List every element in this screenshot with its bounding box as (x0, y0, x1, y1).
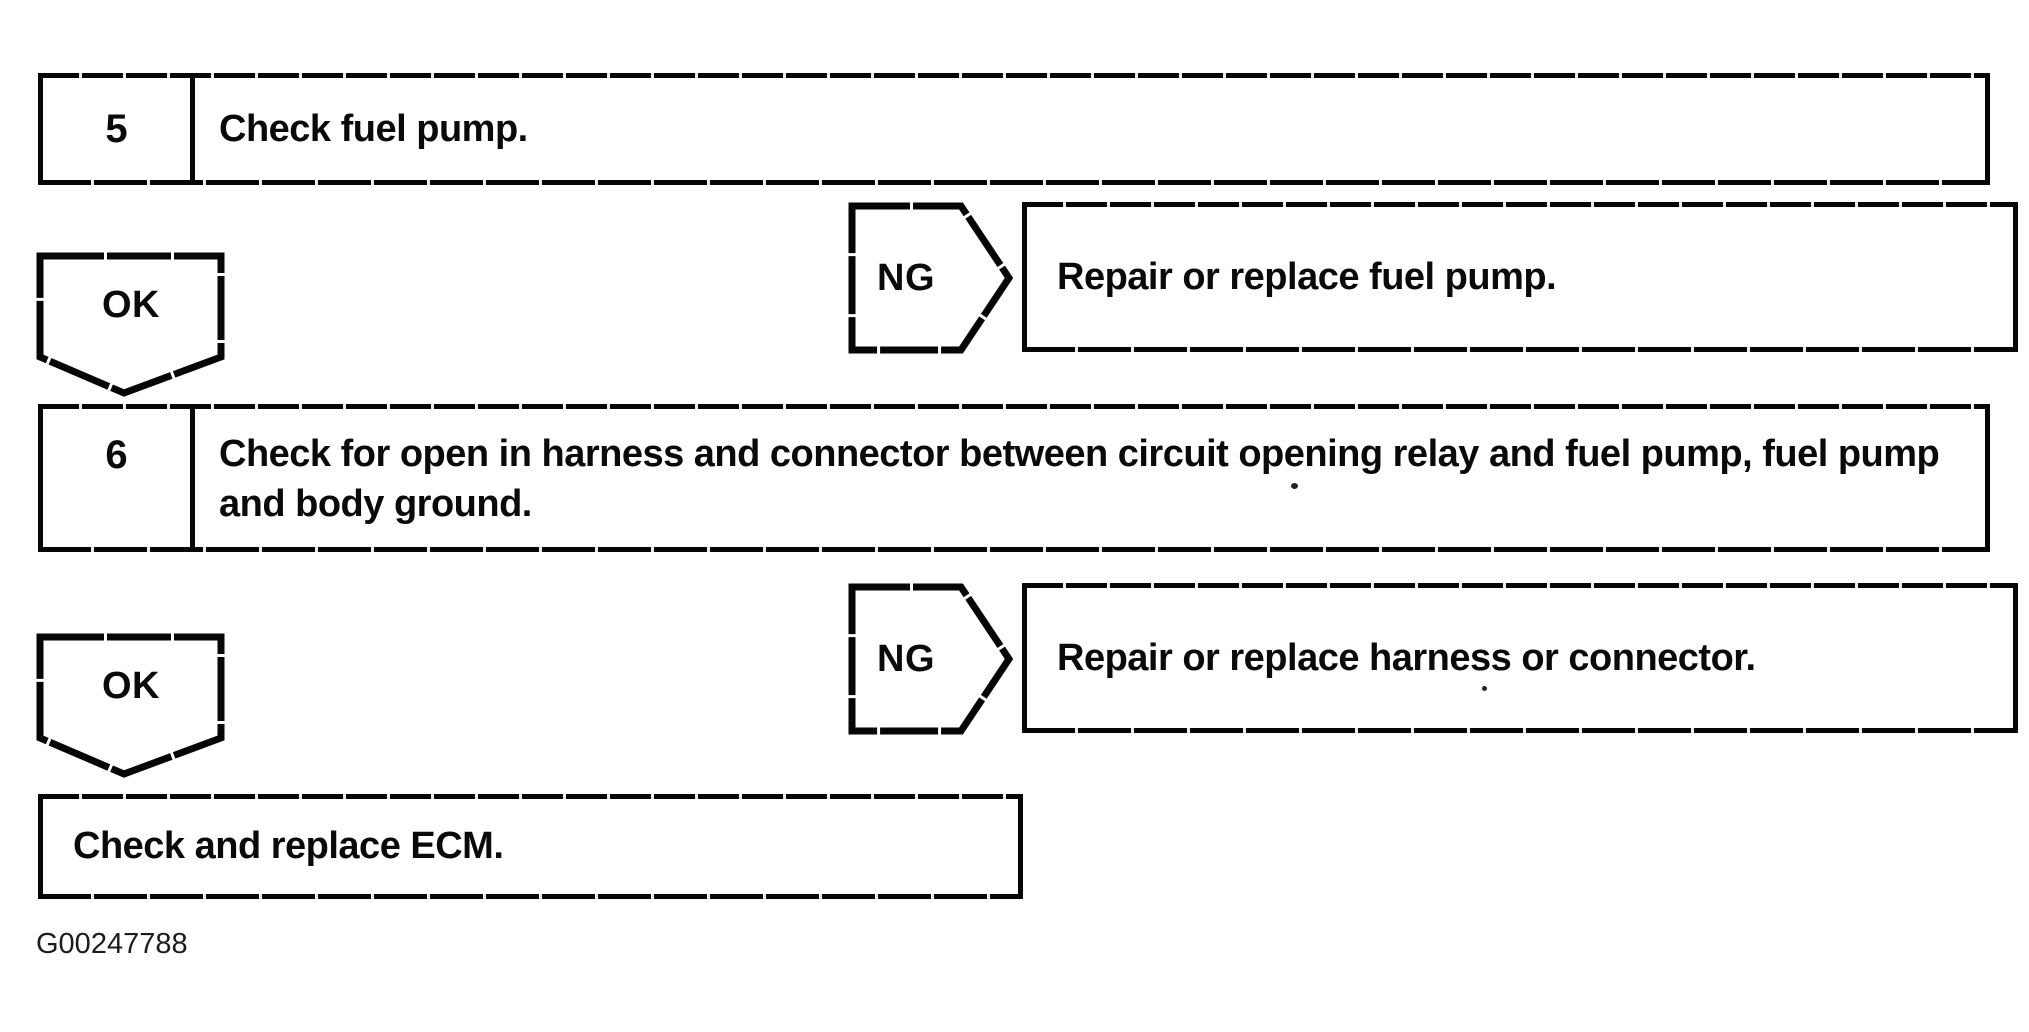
step-5-instruction: Check fuel pump. (219, 108, 528, 150)
ng-arrow-icon (848, 202, 1014, 354)
ng-result-box-1: Repair or replace fuel pump. (1022, 202, 2018, 352)
scan-speck (1482, 686, 1487, 691)
scan-speck (1291, 483, 1298, 489)
step-6-box: 6 Check for open in harness and connecto… (38, 404, 1990, 552)
step-6-number: 6 (43, 409, 195, 547)
step-5-number: 5 (43, 78, 195, 180)
ok-arrow-icon (36, 633, 225, 778)
step-6-instruction: Check for open in harness and connector … (219, 433, 1940, 525)
final-action-box: Check and replace ECM. (38, 794, 1023, 899)
ng-result-box-2: Repair or replace harness or connector. (1022, 583, 2018, 733)
ok-arrow-icon (36, 252, 225, 397)
figure-id: G00247788 (36, 928, 188, 960)
step-5-box: 5 Check fuel pump. (38, 73, 1990, 185)
ng-arrow-icon (848, 583, 1014, 735)
